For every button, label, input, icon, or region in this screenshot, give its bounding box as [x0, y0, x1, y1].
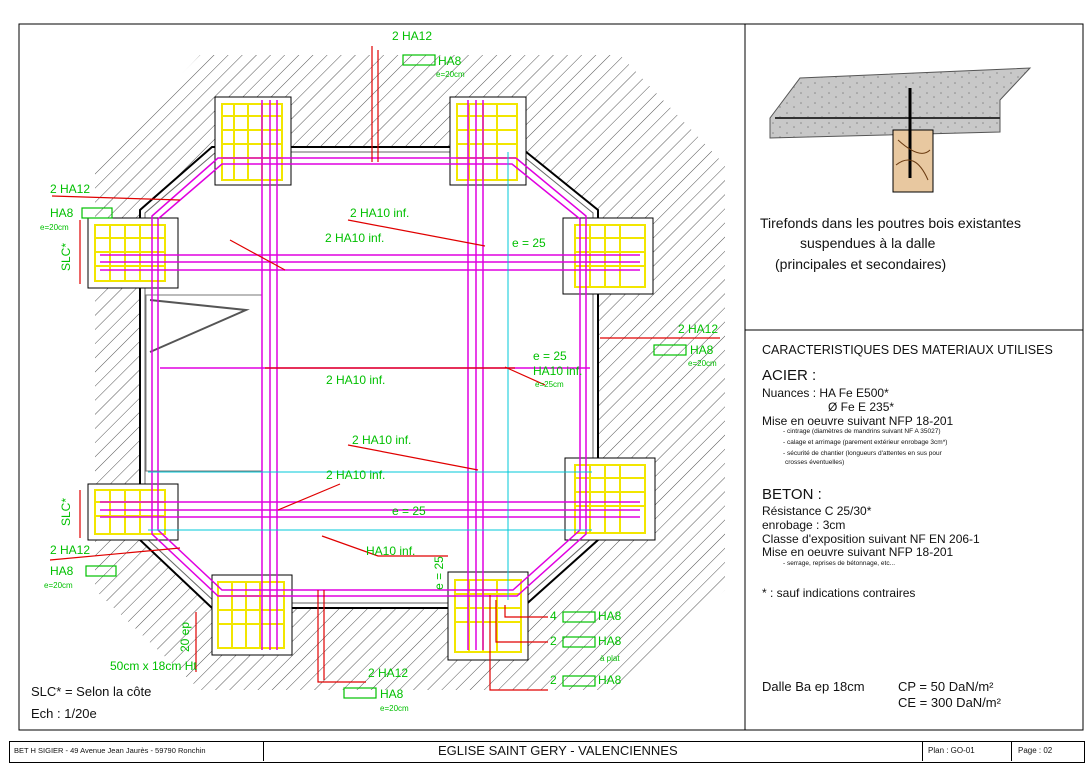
label-e25cm-mid: e=25cm: [535, 380, 564, 389]
opening: [145, 294, 263, 472]
tb-page: Page : 02: [1018, 746, 1053, 755]
dalle-label: Dalle Ba ep 18cm: [762, 679, 865, 694]
label-ha10-low: HA10 inf.: [366, 544, 416, 558]
tb-project: EGLISE SAINT GERY - VALENCIENNES: [438, 743, 678, 758]
label-ha10-mid: HA10 inf.: [533, 364, 583, 378]
leader-lines: [49, 46, 720, 691]
materials-title: CARACTERISTIQUES DES MATERIAUX UTILISES: [762, 343, 1053, 357]
label-boxes: [81, 54, 687, 699]
acier-heading: ACIER :: [762, 367, 817, 384]
label-e25-low: e = 25: [392, 504, 426, 518]
rebars: [100, 100, 640, 650]
label-e25-vert: e = 25: [431, 556, 446, 590]
detail-line2: suspendues à la dalle: [800, 235, 936, 251]
materials-note: * : sauf indications contraires: [762, 586, 916, 600]
label-e20-top: e=20cm: [436, 70, 465, 79]
beton-enr: enrobage : 3cm: [762, 518, 846, 532]
beton-mise: Mise en oeuvre suivant NFP 18-201: [762, 545, 954, 559]
label-ha10-a: 2 HA10 inf.: [350, 206, 410, 220]
detail-line1: Tirefonds dans les poutres bois existant…: [760, 215, 1021, 231]
label-slc-top: SLC*: [59, 242, 74, 272]
label-ha8-bottom: HA8: [380, 687, 404, 701]
label-e20-left: e=20cm: [40, 223, 69, 232]
label-ha8-botleft: HA8: [50, 564, 74, 578]
label-r2b-ha8: HA8: [598, 673, 622, 687]
label-ha10-d: 2 HA10 inf.: [352, 433, 412, 447]
label-slc-bot: SLC*: [59, 497, 74, 527]
detail-line3: (principales et secondaires): [775, 256, 947, 272]
tb-cell-plan: [921, 741, 1012, 761]
acier-nuances: Nuances : HA Fe E500*: [762, 386, 889, 400]
acier-sub4: crosses éventuelles): [785, 459, 845, 466]
tb-company: BET H SIGIER - 49 Avenue Jean Jaurès - 5…: [14, 746, 206, 755]
opening-mark: [149, 299, 250, 353]
grid-lines: [148, 152, 592, 600]
label-ha8-top: HA8: [438, 54, 462, 68]
label-e20-right: e=20cm: [688, 359, 717, 368]
acier-sub2: - calage et arrimage (parement extérieur…: [783, 439, 948, 446]
acier-mise: Mise en oeuvre suivant NFP 18-201: [762, 414, 954, 428]
sheet-border: [18, 23, 1084, 731]
label-e25-top: e = 25: [512, 236, 546, 250]
title-block: [9, 741, 1085, 763]
label-ep20: 20 ep: [178, 621, 193, 653]
label-r4-ha8: HA8: [598, 609, 622, 623]
label-r2-ha8: HA8: [598, 634, 622, 648]
acier-sub1: - cintrage (diamètres de mandrins suivan…: [783, 428, 941, 435]
beton-sub1: - serrage, reprises de bétonnage, etc...: [783, 560, 896, 567]
tb-plan: Plan : GO-01: [928, 746, 975, 755]
label-beam-note: 50cm x 18cm Ht: [110, 659, 197, 673]
beton-res: Résistance C 25/30*: [762, 504, 872, 518]
label-ha12-bottom: 2 HA12: [368, 666, 409, 680]
label-r4: 4: [550, 609, 557, 623]
label-ha10-c: 2 HA10 inf.: [326, 373, 386, 387]
acier-fe: Ø Fe E 235*: [828, 400, 895, 414]
label-e20-botleft: e=20cm: [44, 581, 73, 590]
label-ha8-left: HA8: [50, 206, 74, 220]
label-ha10-b: 2 HA10 inf.: [325, 231, 385, 245]
section-detail: [769, 67, 1032, 193]
label-ha12-top: 2 HA12: [392, 29, 433, 43]
legend-scale: Ech : 1/20e: [31, 706, 97, 721]
acier-sub3: - sécurité de chantier (longueurs d'atte…: [783, 450, 942, 457]
label-a-plat: à plat: [600, 654, 620, 663]
label-ha10-e: 2 HA10 inf.: [326, 468, 386, 482]
legend-slc: SLC* = Selon la côte: [31, 684, 152, 699]
label-r2b: 2: [550, 673, 557, 687]
tb-cell-project: [263, 741, 923, 761]
beton-cls: Classe d'exposition suivant NF EN 206-1: [762, 532, 980, 546]
beton-heading: BETON :: [762, 486, 822, 503]
label-r2: 2: [550, 634, 557, 648]
label-ha12-left: 2 HA12: [50, 182, 91, 196]
label-ha8-right: HA8: [690, 343, 714, 357]
label-e20-bottom: e=20cm: [380, 704, 409, 713]
label-ha12-right: 2 HA12: [678, 322, 719, 336]
label-ha12-botleft: 2 HA12: [50, 543, 91, 557]
ce-value: CE = 300 DaN/m²: [898, 695, 1001, 710]
cp-value: CP = 50 DaN/m²: [898, 679, 994, 694]
label-e25-mid: e = 25: [533, 349, 567, 363]
